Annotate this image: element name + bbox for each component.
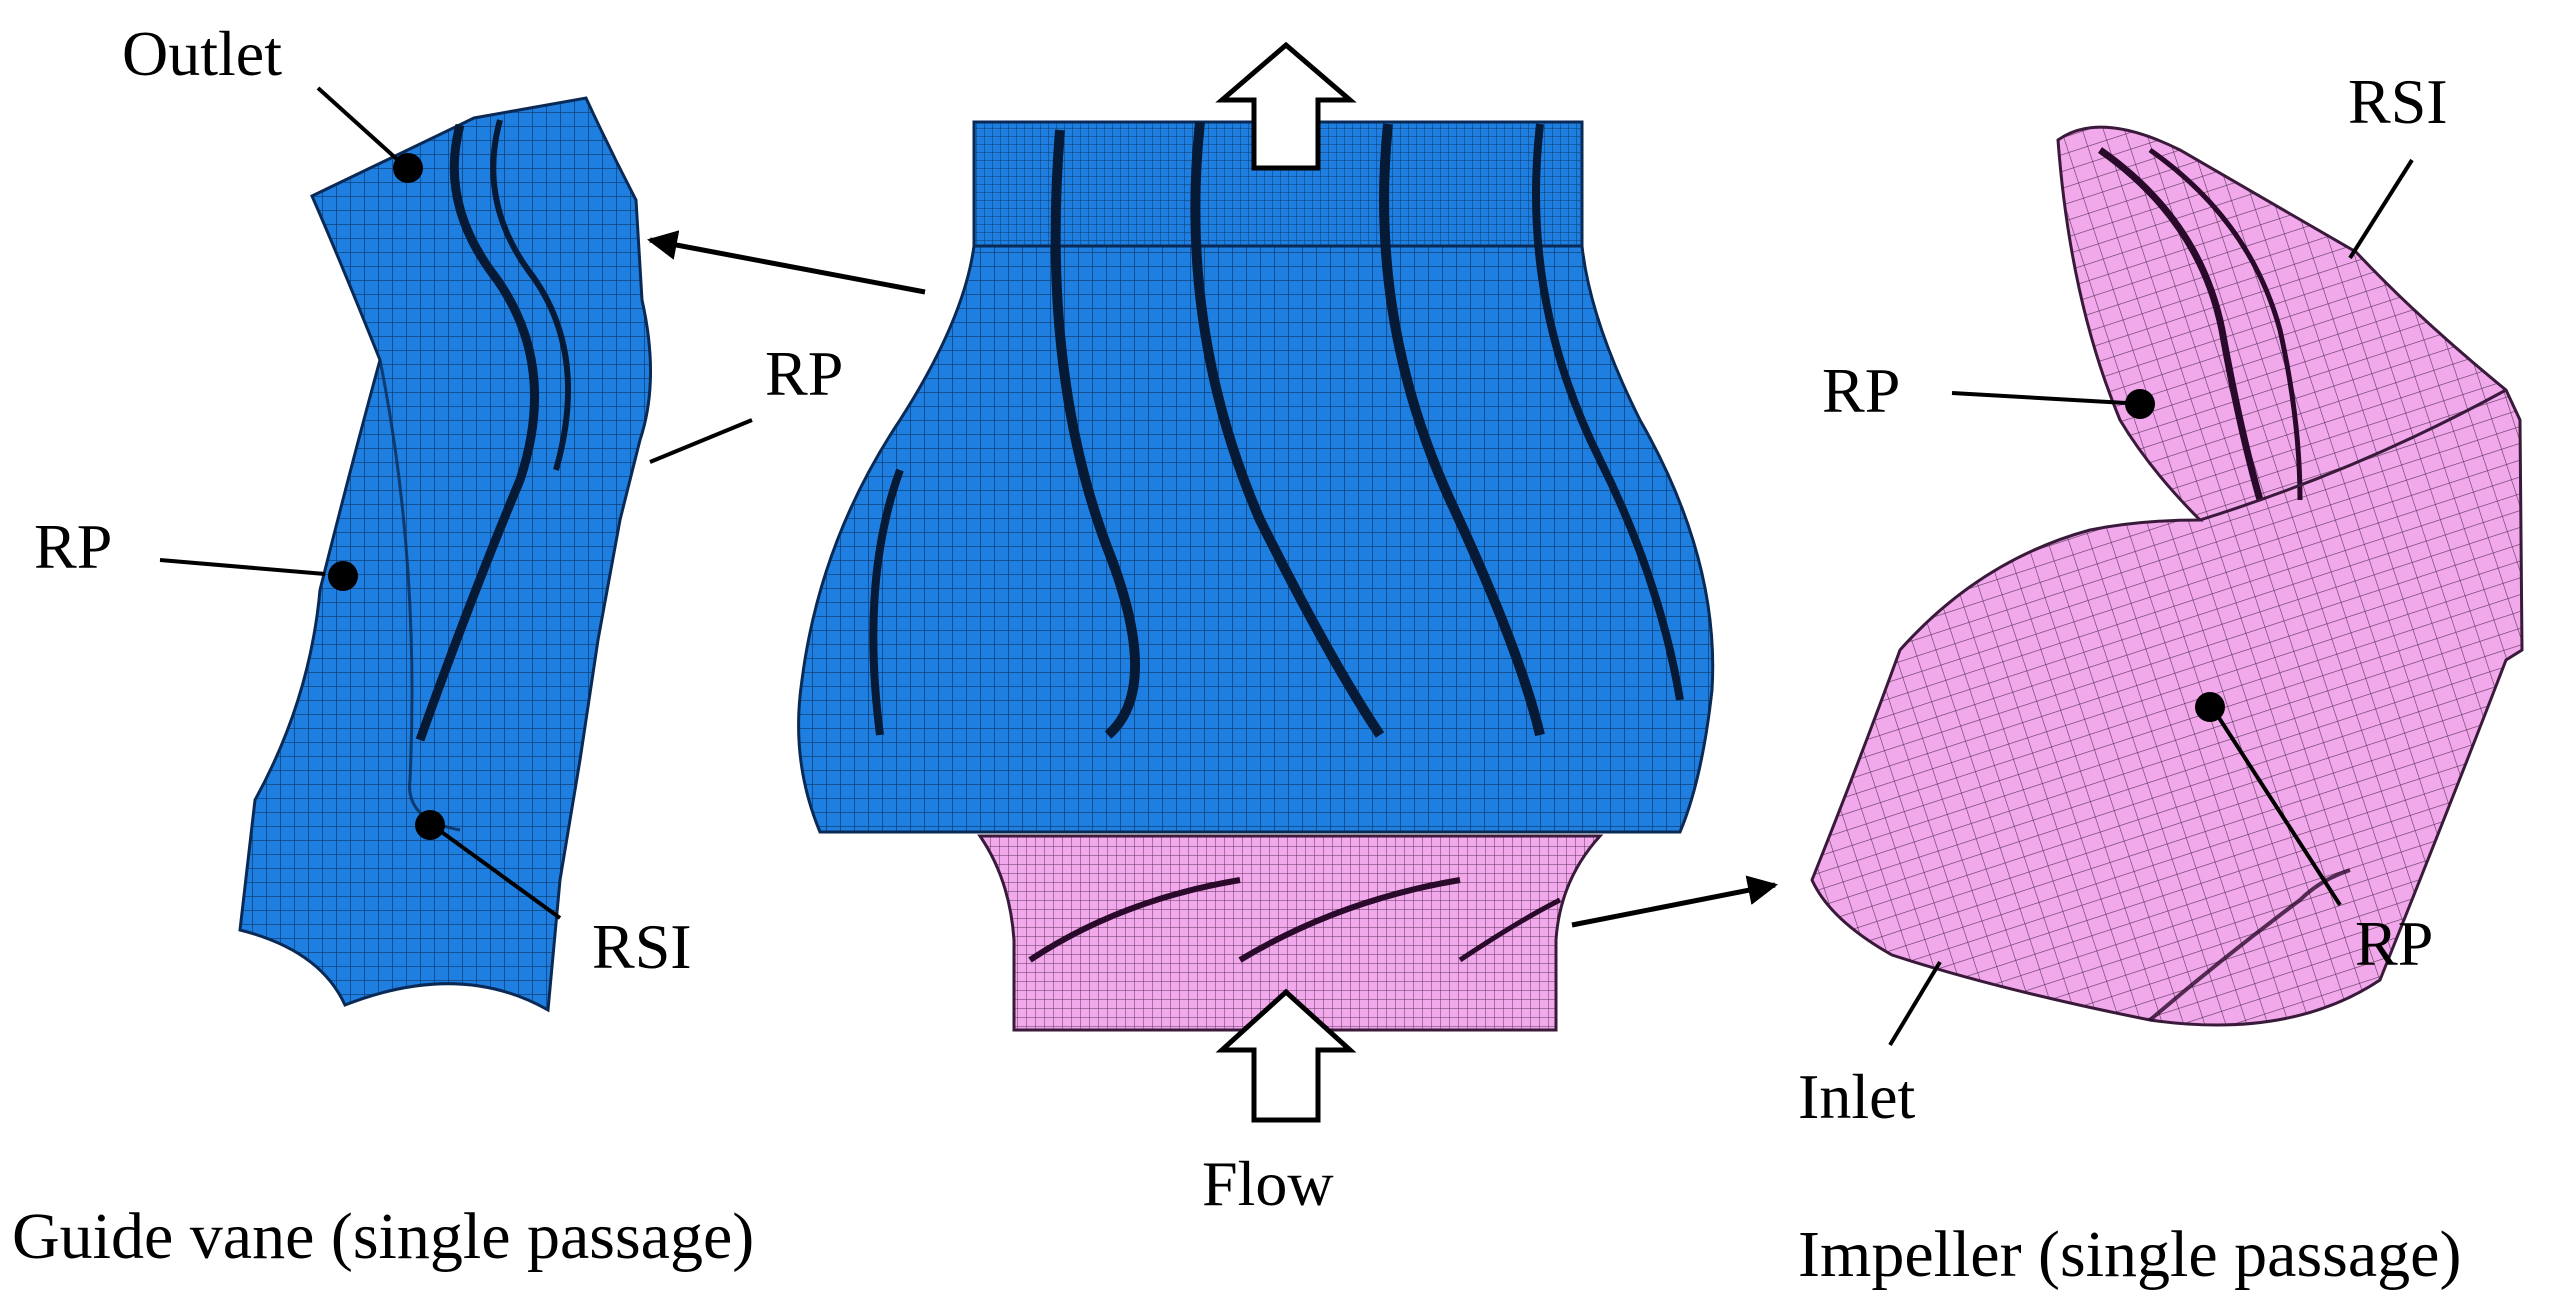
connector-arrow-guide-vane — [647, 230, 926, 295]
label-inlet: Inlet — [1798, 1061, 1916, 1132]
pump-full-mesh — [797, 120, 1715, 1032]
impeller-passage — [1810, 125, 2524, 1027]
label-rp-impeller-lower: RP — [2355, 908, 2433, 979]
inflow-arrow — [1215, 988, 1357, 1123]
captions: Guide vane (single passage) Impeller (si… — [12, 1200, 2461, 1291]
connector-arrow-impeller — [1571, 875, 1778, 928]
impeller-mesh — [1810, 125, 2524, 1027]
label-rp-guide-vane-upper: RP — [765, 338, 843, 409]
rp-left-marker-dot — [328, 561, 358, 591]
labels: Outlet RP RP RSI RSI RP RP Inlet Flow — [34, 18, 2448, 1219]
guide-vane-passage — [238, 96, 652, 1013]
outflow-arrow — [1215, 41, 1357, 171]
caption-impeller: Impeller (single passage) — [1798, 1218, 2461, 1291]
outlet-marker-dot — [393, 153, 423, 183]
label-rp-guide-vane-left: RP — [34, 511, 112, 582]
rsi-left-marker-dot — [415, 810, 445, 840]
label-rsi-impeller: RSI — [2348, 66, 2448, 137]
rp-right-lower-marker-dot — [2195, 692, 2225, 722]
label-flow: Flow — [1202, 1148, 1334, 1219]
label-rp-impeller-upper: RP — [1822, 355, 1900, 426]
label-rsi-guide-vane: RSI — [592, 911, 692, 982]
pointers — [159, 86, 2414, 1047]
label-outlet: Outlet — [122, 18, 282, 89]
guide-vane-mesh — [238, 96, 652, 1013]
guide-vane-bulb — [797, 244, 1715, 834]
caption-guide-vane: Guide vane (single passage) — [12, 1200, 754, 1273]
rp-right-upper-marker-dot — [2125, 389, 2155, 419]
